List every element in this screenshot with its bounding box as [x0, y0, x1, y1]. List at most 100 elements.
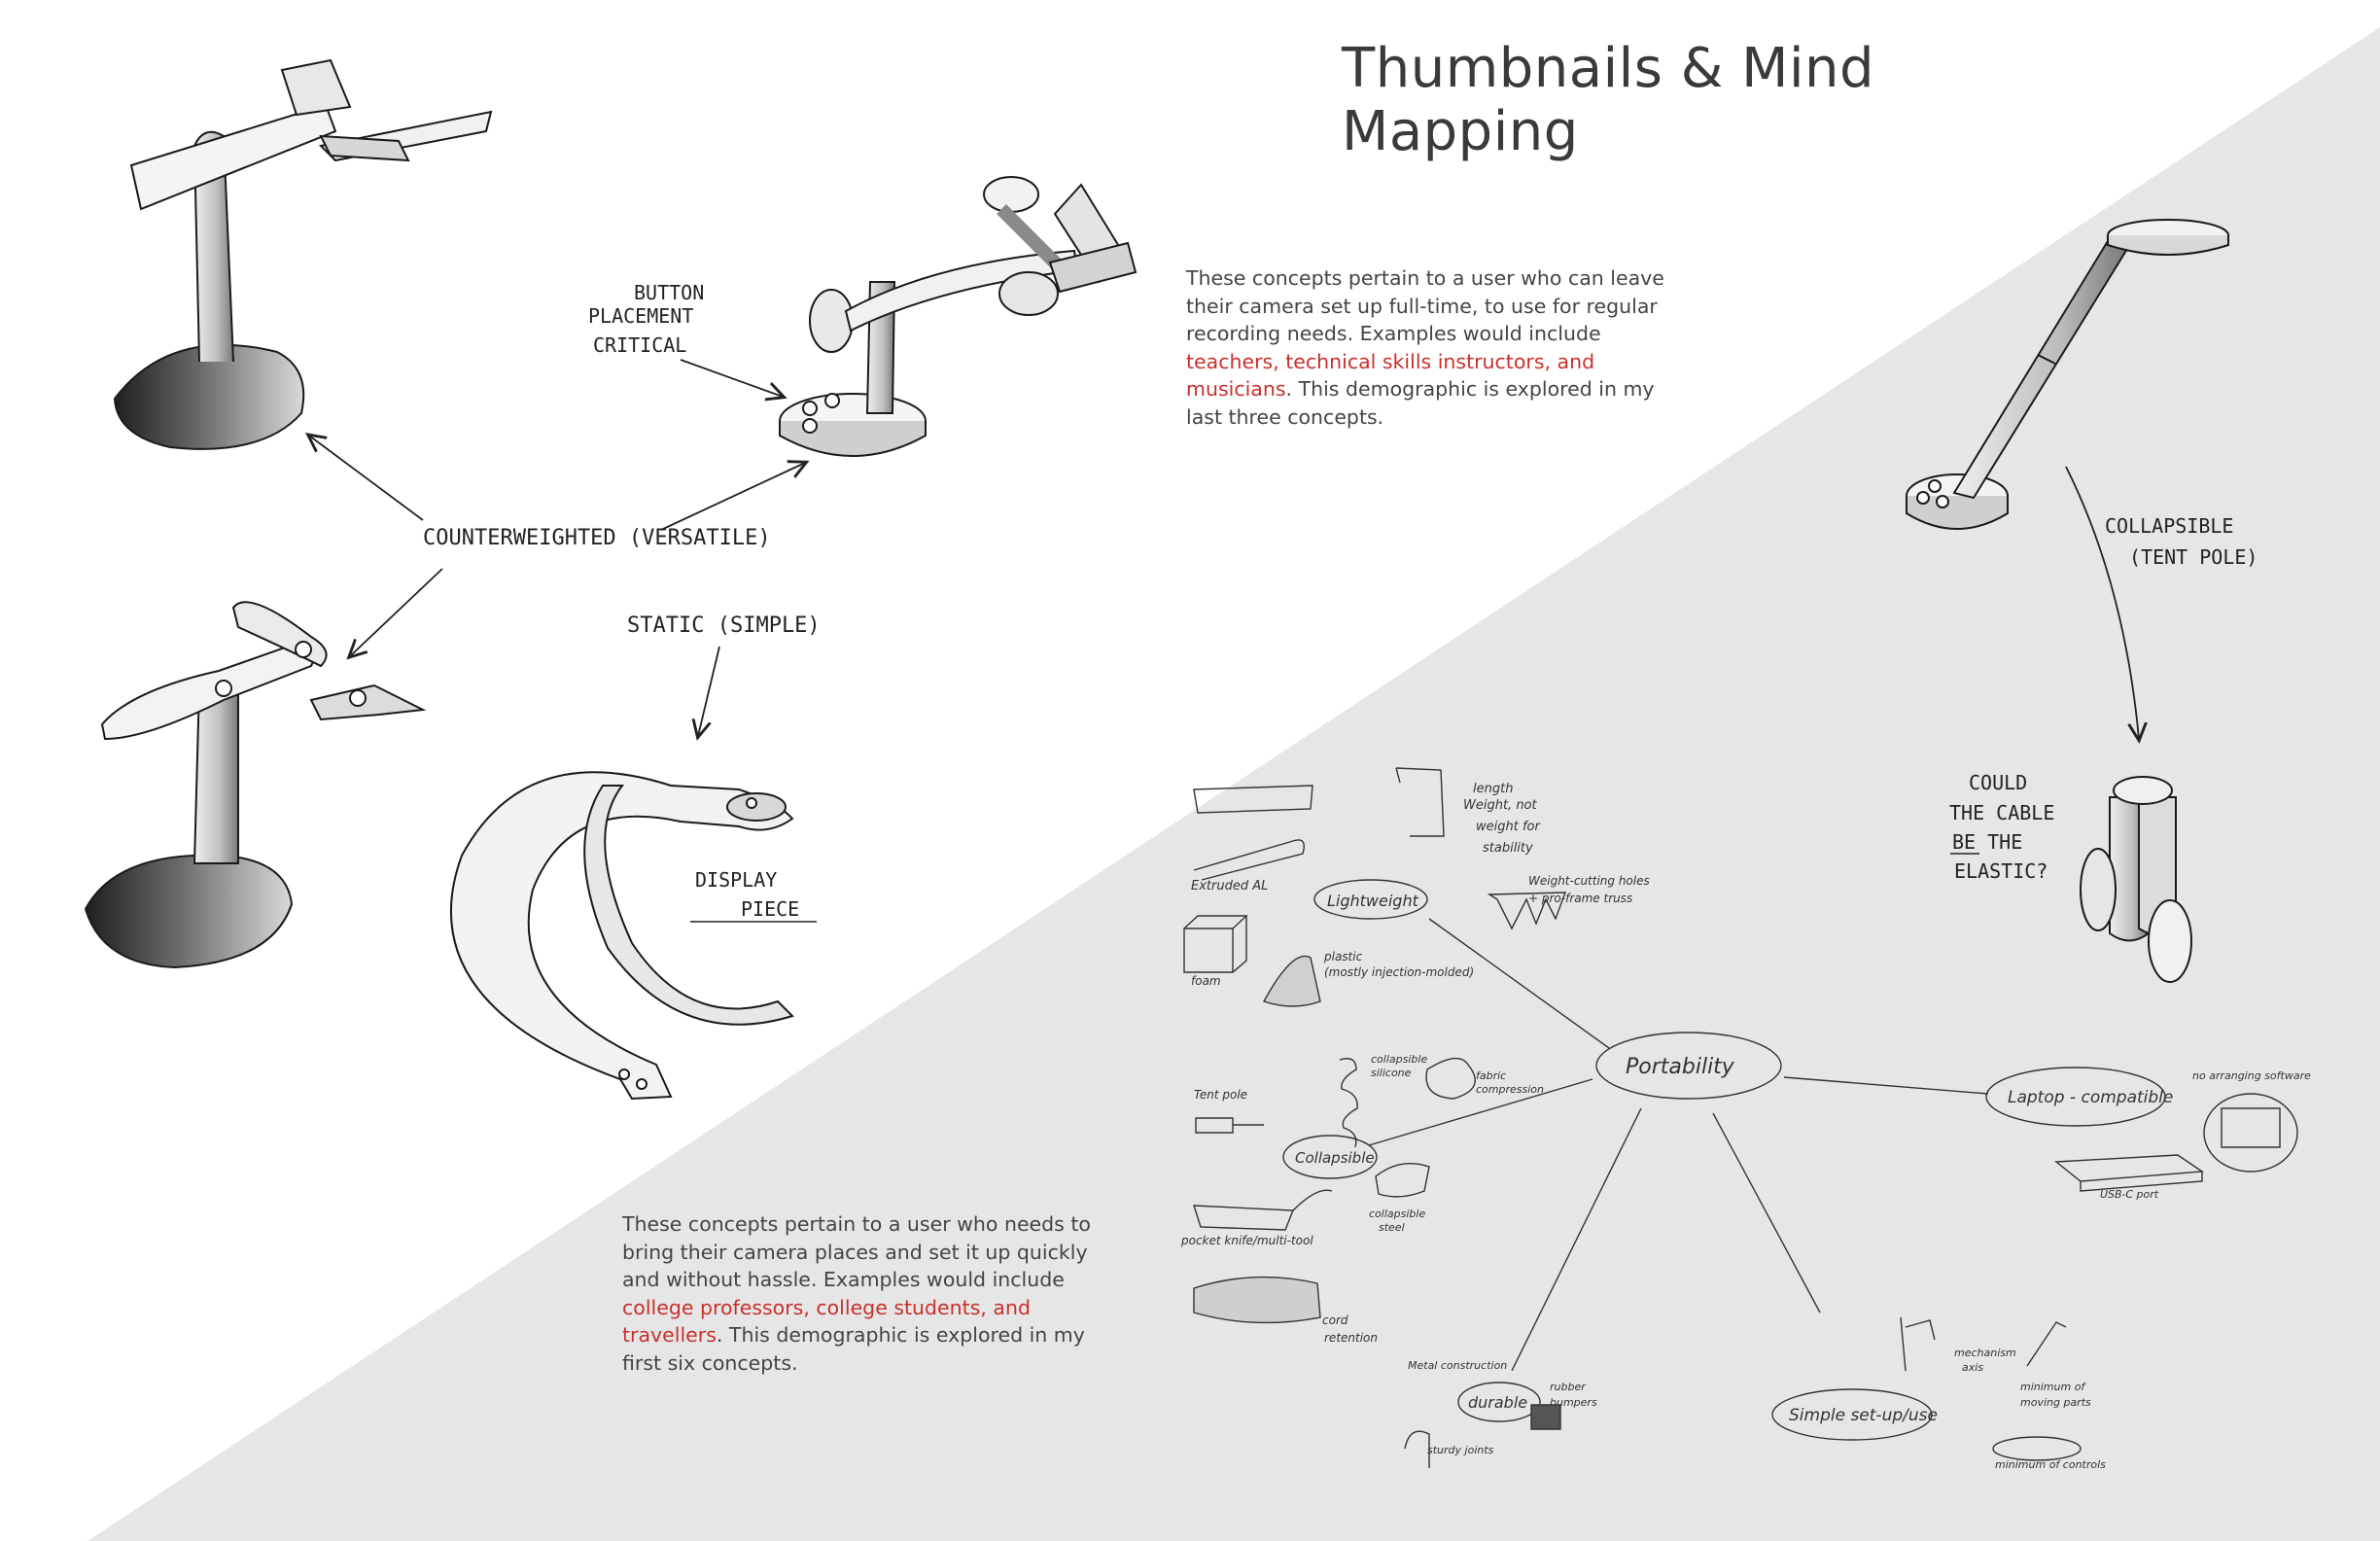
arrow-to-top-lamp [309, 436, 424, 521]
note-the-cable: THE CABLE [1949, 801, 2054, 824]
paragraph-top: These concepts pertain to a user who can… [1186, 264, 1692, 431]
sketch-folded-lamp [2080, 776, 2192, 983]
arrow-to-base-lamp [660, 463, 805, 531]
note-minimum-controls: minimum of controls [1995, 1458, 2106, 1471]
note-could: COULD [1969, 771, 2027, 794]
mini-joint [1404, 1430, 1430, 1468]
mini-fabric [1425, 1057, 1476, 1100]
note-tent-pole-mm: Tent pole [1194, 1088, 1247, 1102]
node-lightweight: Lightweight [1327, 892, 1419, 910]
note-stability: stability [1483, 841, 1533, 856]
node-simple: Simple set-up/use [1789, 1406, 1938, 1425]
branch-laptop [1783, 1076, 1989, 1095]
mini-truss [1487, 892, 1567, 930]
note-moving-parts: moving parts [2020, 1396, 2091, 1409]
page-title: Thumbnails & Mind Mapping [1342, 37, 1875, 163]
arrow-collapsible [2065, 466, 2139, 739]
mini-multitool [1193, 1189, 1333, 1231]
note-length: length [1473, 782, 1513, 796]
arrow-button-placement [680, 359, 783, 397]
note-metal: Metal construction [1408, 1359, 1507, 1372]
mini-software-screen [2221, 1107, 2281, 1148]
note-silicone: silicone [1371, 1067, 1412, 1079]
node-durable: durable [1468, 1393, 1527, 1412]
note-piece: PIECE [741, 897, 799, 921]
note-placement: PLACEMENT [588, 304, 693, 328]
mini-spring [1339, 1058, 1358, 1148]
note-critical: CRITICAL [593, 333, 686, 357]
sketch-collapsible-lamp [1906, 219, 2229, 530]
node-collapsible-ellipse [1282, 1135, 1378, 1179]
sketch-annotations-left: BUTTON PLACEMENT CRITICAL COUNTERWEIGHTE… [309, 281, 821, 923]
branch-collapsible [1368, 1078, 1593, 1146]
node-simple-ellipse [1771, 1388, 1933, 1441]
paragraph-top-after: . This demographic is explored in my las… [1186, 377, 1655, 429]
software-circle [2203, 1093, 2298, 1173]
paragraph-bottom-highlight: college professors, college students, an… [622, 1295, 1031, 1348]
arrow-static [698, 646, 720, 736]
note-cord: cord [1322, 1313, 1348, 1327]
branch-durable [1511, 1107, 1642, 1372]
note-elastic: ELASTIC? [1954, 859, 2048, 883]
paragraph-top-highlight: teachers, technical skills instructors, … [1186, 349, 1595, 402]
note-pocket: pocket knife/multi-tool [1180, 1234, 1313, 1247]
paragraph-bottom-before: These concepts pertain to a user who nee… [622, 1212, 1091, 1291]
node-collapsible: Collapsible [1295, 1149, 1375, 1167]
note-foam: foam [1191, 974, 1221, 988]
note-counterweighted: COUNTERWEIGHTED (VERSATILE) [423, 526, 771, 550]
node-durable-ellipse [1457, 1382, 1541, 1422]
mind-map-center-ellipse [1595, 1032, 1782, 1100]
mini-cord-pouch [1193, 1276, 1321, 1324]
mini-laptop [2054, 1154, 2205, 1192]
diagonal-gray-background [88, 27, 2380, 1541]
note-rubber: rubber [1550, 1381, 1587, 1393]
note-weight2: weight for [1476, 820, 1541, 834]
paragraph-bottom: These concepts pertain to a user who nee… [622, 1210, 1128, 1377]
note-be-the: BE THE [1952, 830, 2022, 854]
note-tent-pole: (TENT POLE) [2129, 545, 2258, 569]
note-bumpers: bumpers [1550, 1396, 1597, 1409]
mini-simple-lamp [1900, 1316, 1936, 1372]
mind-map [1282, 879, 2298, 1441]
mini-durable-camera [1530, 1404, 1561, 1430]
note-sturdy: sturdy joints [1427, 1444, 1494, 1456]
mind-map-center: Portability [1626, 1055, 1735, 1079]
mini-extrusion [1193, 785, 1313, 881]
note-compression: compression [1476, 1083, 1544, 1096]
note-trusses2: + pro-frame truss [1528, 892, 1632, 905]
note-steel: steel [1379, 1221, 1405, 1234]
note-minimum-moving: minimum of [2020, 1381, 2086, 1393]
note-fabric: fabric [1476, 1069, 1506, 1082]
note-injection: (mostly injection-molded) [1324, 965, 1474, 979]
note-button: BUTTON [634, 281, 704, 304]
note-software: no arranging software [2192, 1069, 2311, 1082]
sketch-counterweighted-lamp-top [113, 58, 493, 450]
note-display: DISPLAY [695, 868, 777, 892]
note-static: STATIC (SIMPLE) [627, 613, 821, 638]
node-laptop: Laptop - compatible [2008, 1088, 2173, 1107]
note-retention: retention [1324, 1331, 1378, 1345]
node-laptop-ellipse [1985, 1067, 2166, 1127]
branch-simple [1712, 1112, 1821, 1313]
paragraph-top-before: These concepts pertain to a user who can… [1186, 266, 1664, 345]
note-collapsible-steel: collapsible [1369, 1208, 1425, 1220]
sketch-button-base-lamp [779, 176, 1138, 457]
node-lightweight-ellipse [1313, 879, 1428, 920]
branch-lightweight [1428, 918, 1610, 1049]
mini-foam-cube [1183, 915, 1248, 973]
note-axis: axis [1962, 1361, 1983, 1374]
mind-map-labels: Portability Lightweight Collapsible Lapt… [1180, 782, 2311, 1471]
note-weight: Weight, not [1463, 798, 1538, 813]
mind-map-mini-sketches [1183, 767, 2281, 1468]
mini-steel [1375, 1163, 1430, 1198]
note-usbc: USB-C port [2100, 1188, 2159, 1201]
mini-plastic-cone [1262, 955, 1321, 1007]
sketch-annotations-right: COLLAPSIBLE (TENT POLE) COULD THE CABLE … [1949, 466, 2258, 883]
mini-controls [1992, 1436, 2082, 1461]
sketch-display-piece-arc [449, 771, 794, 1101]
note-extruded: Extruded AL [1191, 879, 1268, 893]
mini-moving-parts [2026, 1321, 2067, 1367]
note-plastic: plastic [1323, 950, 1363, 963]
sketch-counterweighted-lamp-bottom [84, 601, 427, 969]
